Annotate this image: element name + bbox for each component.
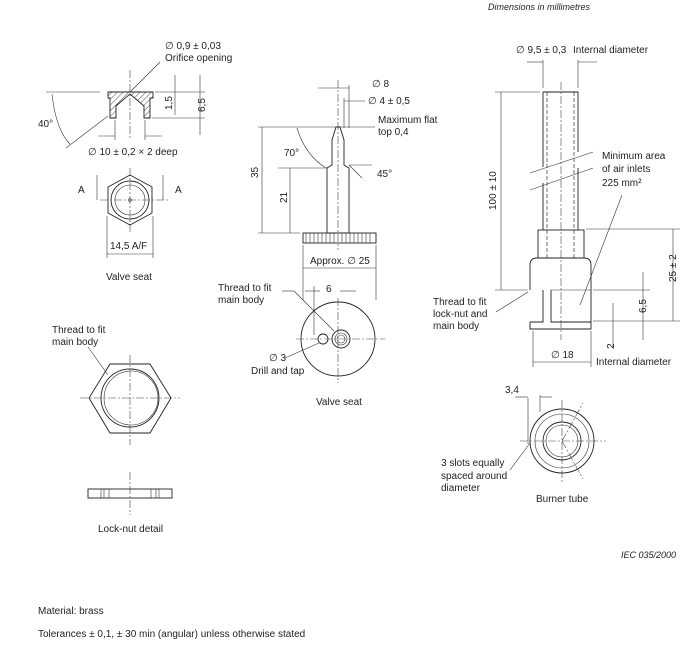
len-21-label: 21 <box>279 191 290 203</box>
needle-valve: ∅ 8 ∅ 4 ± 0,5 Maximum flat top 0,4 35 21… <box>218 79 438 408</box>
air-inlet-label-2: of air inlets <box>602 164 650 175</box>
figure-reference: IEC 035/2000 <box>621 550 676 560</box>
material-note: Material: brass <box>38 606 104 617</box>
base-dia-text: Internal diameter <box>596 357 672 368</box>
across-flats-label: 14,5 A/F <box>110 241 147 252</box>
flat-top-label-2: top 0,4 <box>378 127 409 138</box>
section-mark-right: A <box>175 185 182 196</box>
int-dia-label: ∅ 9,5 ± 0,3 <box>516 45 567 56</box>
angle-45-label: 45° <box>377 169 392 180</box>
air-inlet-label-1: Minimum area <box>602 151 666 162</box>
approx-dia-label: Approx. ∅ 25 <box>310 256 370 267</box>
tube-thread-label-3: main body <box>433 321 479 332</box>
lock-nut-thread-label-1: Thread to fit <box>52 325 106 336</box>
angle-40-label: 40° <box>38 119 53 130</box>
valve-seat-caption: Valve seat <box>106 272 152 283</box>
burner-tube: ∅ 9,5 ± 0,3 Internal diameter 100 ± 10 M… <box>433 45 680 505</box>
len-35-label: 35 <box>250 166 261 178</box>
base-dia-label: ∅ 18 <box>551 350 574 361</box>
int-dia-text: Internal diameter <box>573 45 649 56</box>
lock-nut: Thread to fit main body Lock-nut detail <box>52 325 180 535</box>
dia-4-label: ∅ 4 ± 0,5 <box>368 96 410 107</box>
slots-label-2: spaced around <box>441 471 507 482</box>
dim-6-5-label: 6,5 <box>197 98 208 112</box>
units-note: Dimensions in millimetres <box>488 2 591 12</box>
tolerances-note: Tolerances ± 0,1, ± 30 min (angular) unl… <box>38 629 305 640</box>
section-mark-left: A <box>78 185 85 196</box>
hole-note-label: Drill and tap <box>251 366 305 377</box>
bore-label: ∅ 10 ± 0,2 × 2 deep <box>88 147 178 158</box>
offset-6-label: 6 <box>326 284 332 295</box>
tube-thread-label-2: lock-nut and <box>433 309 487 320</box>
tube-thread-label-1: Thread to fit <box>433 297 487 308</box>
orifice-label: Orifice opening <box>165 53 232 64</box>
lock-nut-thread-label-2: main body <box>52 337 98 348</box>
slots-label-3: diameter <box>441 483 481 494</box>
thread-label-1: Thread to fit <box>218 283 272 294</box>
orifice-dia-label: ∅ 0,9 ± 0,03 <box>165 41 221 52</box>
dia-8-label: ∅ 8 <box>372 79 389 90</box>
length-label: 100 ± 10 <box>488 171 499 210</box>
len-25-label: 25 ± 2 <box>668 254 679 282</box>
valve-seat-section: 40° ∅ 0,9 ± 0,03 Orifice opening 1,5 6,5… <box>38 41 232 283</box>
air-inlet-label-3: 225 mm² <box>602 178 642 189</box>
valve-seat-2-caption: Valve seat <box>316 397 362 408</box>
burner-tube-caption: Burner tube <box>536 494 589 505</box>
slots-label-1: 3 slots equally <box>441 458 504 469</box>
len-2-label: 2 <box>606 343 617 349</box>
flat-top-label-1: Maximum flat <box>378 115 438 126</box>
slot-width-label: 3,4 <box>505 385 519 396</box>
hole-dia-label: ∅ 3 <box>269 353 286 364</box>
lock-nut-caption: Lock-nut detail <box>98 524 163 535</box>
len-6-5-label: 6,5 <box>638 299 649 313</box>
dim-1-5-label: 1,5 <box>164 96 175 110</box>
angle-70-label: 70° <box>284 148 299 159</box>
thread-label-2: main body <box>218 295 264 306</box>
